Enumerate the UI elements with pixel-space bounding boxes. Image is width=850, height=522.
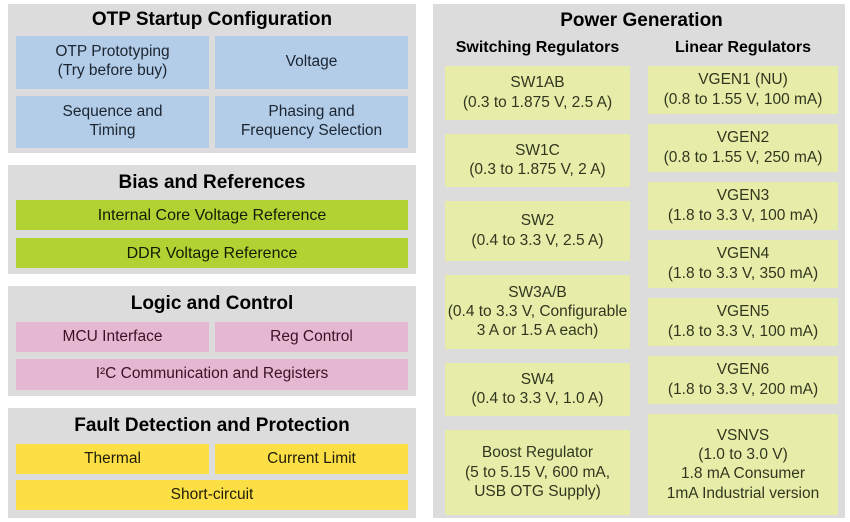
regulator-box-boost: Boost Regulator (5 to 5.15 V, 600 mA, US… (445, 429, 630, 515)
logic-box-stack: MCU Interface Reg Control I²C Communicat… (16, 322, 408, 391)
feature-box-ddr-voltage-reference: DDR Voltage Reference (16, 238, 408, 269)
regulator-spec: (1.8 to 3.3 V, 100 mA) (667, 206, 819, 224)
power-columns: SW1AB (0.3 to 1.875 V, 2.5 A) SW1C (0.3 … (445, 65, 838, 515)
fault-box-row: Thermal Current Limit (16, 444, 408, 475)
left-column: OTP Startup Configuration OTP Prototypin… (8, 4, 416, 518)
regulator-box-vgen1: VGEN1 (NU) (0.8 to 1.55 V, 100 mA) (648, 65, 838, 114)
regulator-spec: (1.8 to 3.3 V, 350 mA) (667, 264, 819, 282)
regulator-name: SW1C (515, 141, 560, 159)
logic-box-row: MCU Interface Reg Control (16, 322, 408, 353)
panel-title: Power Generation (560, 10, 723, 31)
bias-box-stack: Internal Core Voltage Reference DDR Volt… (16, 200, 408, 269)
regulator-name: VGEN5 (716, 303, 770, 321)
regulator-name: VGEN6 (716, 361, 770, 379)
panel-otp-startup-configuration: OTP Startup Configuration OTP Prototypin… (8, 4, 416, 153)
feature-box-otp-prototyping: OTP Prototyping (Try before buy) (16, 35, 209, 89)
regulator-spec: (0.3 to 1.875 V, 2.5 A) (462, 93, 613, 111)
feature-box-reg-control: Reg Control (215, 322, 408, 353)
regulator-spec: (1.8 to 3.3 V, 200 mA) (667, 380, 819, 398)
regulator-box-vgen6: VGEN6 (1.8 to 3.3 V, 200 mA) (648, 355, 838, 404)
regulator-spec: (0.4 to 3.3 V, Configurable 3 A or 1.5 A… (447, 303, 628, 340)
panel-title: Logic and Control (130, 293, 294, 315)
feature-box-mcu-interface: MCU Interface (16, 322, 209, 353)
regulator-spec: (1.8 to 3.3 V, 100 mA) (667, 322, 819, 340)
regulator-spec: (0.3 to 1.875 V, 2 A) (469, 161, 606, 179)
panel-logic-and-control: Logic and Control MCU Interface Reg Cont… (8, 286, 416, 397)
panel-bias-and-references: Bias and References Internal Core Voltag… (8, 164, 416, 275)
regulator-name: VGEN3 (716, 187, 770, 205)
regulator-box-sw4: SW4 (0.4 to 3.3 V, 1.0 A) (445, 362, 630, 416)
regulator-box-vgen4: VGEN4 (1.8 to 3.3 V, 350 mA) (648, 239, 838, 288)
regulator-spec: (1.0 to 3.0 V) (698, 445, 788, 463)
regulator-name: VSNVS (716, 426, 770, 444)
feature-box-i2c-communication: I²C Communication and Registers (16, 359, 408, 391)
regulator-spec: (0.4 to 3.3 V, 2.5 A) (471, 231, 604, 249)
regulator-name: SW2 (520, 212, 555, 230)
regulator-name: SW3A/B (508, 283, 567, 301)
regulator-box-vgen5: VGEN5 (1.8 to 3.3 V, 100 mA) (648, 297, 838, 346)
regulator-spec: (0.8 to 1.55 V, 250 mA) (663, 148, 823, 166)
feature-box-current-limit: Current Limit (215, 444, 408, 475)
regulator-spec: (5 to 5.15 V, 600 mA, USB OTG Supply) (464, 463, 611, 500)
feature-box-voltage: Voltage (215, 35, 408, 89)
feature-box-phasing-and-frequency: Phasing and Frequency Selection (215, 95, 408, 148)
feature-box-thermal: Thermal (16, 444, 209, 475)
otp-box-grid: OTP Prototyping (Try before buy) Voltage… (16, 35, 408, 148)
regulator-box-vsnvs: VSNVS (1.0 to 3.0 V) 1.8 mA Consumer 1mA… (648, 413, 838, 515)
regulator-name: Boost Regulator (481, 444, 594, 462)
regulator-note: 1.8 mA Consumer (680, 465, 806, 483)
regulator-name: SW1AB (510, 74, 565, 92)
panel-fault-detection-and-protection: Fault Detection and Protection Thermal C… (8, 408, 416, 518)
switching-regulators-column: SW1AB (0.3 to 1.875 V, 2.5 A) SW1C (0.3 … (445, 65, 630, 515)
regulator-name: SW4 (520, 370, 555, 388)
power-column-headers: Switching Regulators Linear Regulators (445, 39, 838, 57)
regulator-box-vgen2: VGEN2 (0.8 to 1.55 V, 250 mA) (648, 123, 838, 172)
regulator-name: VGEN2 (716, 129, 770, 147)
regulator-box-sw3ab: SW3A/B (0.4 to 3.3 V, Configurable 3 A o… (445, 274, 630, 349)
regulator-box-sw2: SW2 (0.4 to 3.3 V, 2.5 A) (445, 200, 630, 261)
column-header-linear-regulators: Linear Regulators (674, 38, 812, 56)
regulator-note: 1mA Industrial version (666, 484, 820, 502)
panel-title: Fault Detection and Protection (74, 415, 350, 437)
regulator-spec: (0.8 to 1.55 V, 100 mA) (663, 90, 823, 108)
feature-box-short-circuit: Short-circuit (16, 480, 408, 511)
feature-box-internal-core-voltage-reference: Internal Core Voltage Reference (16, 200, 408, 231)
panel-title: OTP Startup Configuration (91, 9, 333, 30)
regulator-box-vgen3: VGEN3 (1.8 to 3.3 V, 100 mA) (648, 181, 838, 230)
panel-power-generation: Power Generation Switching Regulators Li… (433, 4, 845, 518)
panel-title: Bias and References (118, 171, 306, 193)
fault-box-stack: Thermal Current Limit Short-circuit (16, 444, 408, 511)
column-header-switching-regulators: Switching Regulators (455, 38, 620, 56)
regulator-name: VGEN1 (NU) (698, 71, 788, 89)
feature-box-sequence-and-timing: Sequence and Timing (16, 95, 209, 148)
regulator-name: VGEN4 (716, 245, 770, 263)
regulator-box-sw1c: SW1C (0.3 to 1.875 V, 2 A) (445, 133, 630, 187)
linear-regulators-column: VGEN1 (NU) (0.8 to 1.55 V, 100 mA) VGEN2… (648, 65, 838, 515)
regulator-box-sw1ab: SW1AB (0.3 to 1.875 V, 2.5 A) (445, 65, 630, 120)
regulator-spec: (0.4 to 3.3 V, 1.0 A) (471, 390, 604, 408)
